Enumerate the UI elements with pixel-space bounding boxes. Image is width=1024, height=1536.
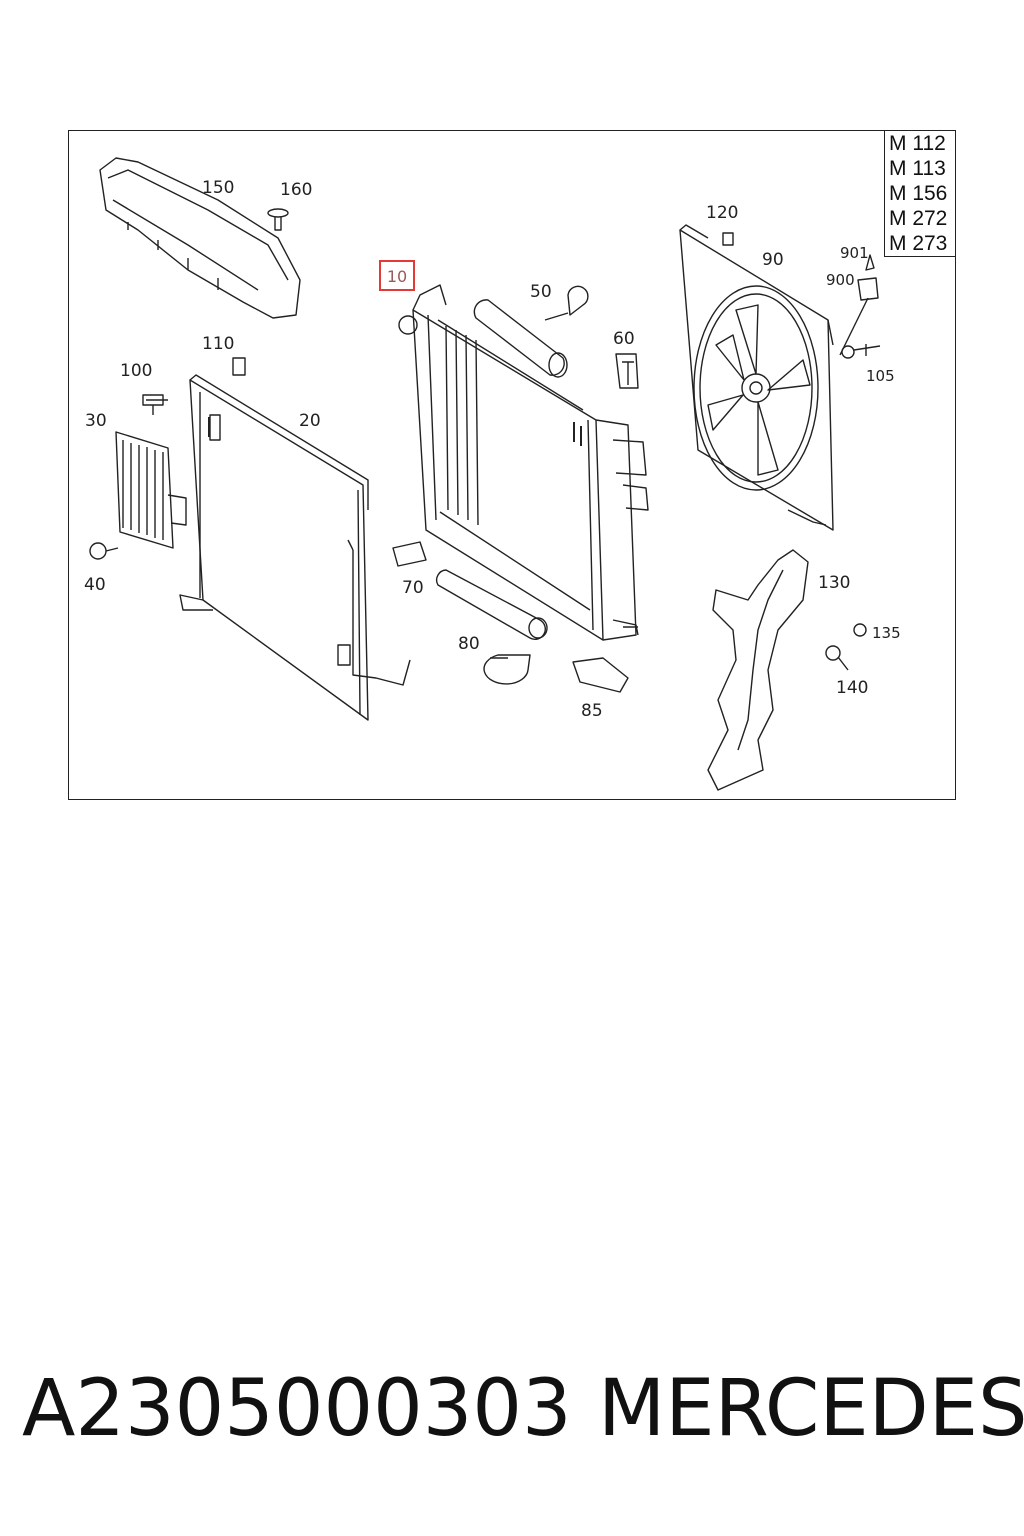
callout-100: 100 bbox=[120, 361, 153, 381]
brand-name: MERCEDES bbox=[598, 1364, 1024, 1454]
hose-50 bbox=[473, 299, 568, 378]
clip-120 bbox=[722, 232, 734, 246]
engine-code: M 273 bbox=[889, 232, 948, 255]
screw-100 bbox=[142, 394, 168, 415]
callout-900: 900 bbox=[826, 271, 855, 289]
callout-30: 30 bbox=[85, 411, 107, 431]
callout-85: 85 bbox=[581, 701, 603, 721]
highlighted-part-label: 10 bbox=[386, 267, 408, 286]
callout-901: 901 bbox=[840, 244, 869, 262]
oil-cooler-30 bbox=[115, 431, 187, 549]
rubber-mount-60 bbox=[615, 353, 639, 389]
exploded-parts-drawing bbox=[89, 157, 881, 791]
callout-110: 110 bbox=[202, 334, 235, 354]
engine-codes-box: M 112 M 113 M 156 M 272 M 273 bbox=[884, 131, 955, 257]
callout-90: 90 bbox=[762, 250, 784, 270]
hose-80 bbox=[435, 569, 548, 685]
bracket-70 bbox=[392, 541, 427, 567]
bolt-40 bbox=[89, 542, 119, 560]
air-duct-upper bbox=[99, 157, 301, 319]
callout-105: 105 bbox=[866, 367, 895, 385]
callout-150: 150 bbox=[202, 178, 235, 198]
callout-160: 160 bbox=[280, 180, 313, 200]
callout-140: 140 bbox=[836, 678, 869, 698]
connector-900 bbox=[839, 254, 879, 356]
callout-40: 40 bbox=[84, 575, 106, 595]
callout-130: 130 bbox=[818, 573, 851, 593]
engine-code: M 113 bbox=[889, 157, 946, 180]
clip-nut-110 bbox=[232, 357, 246, 376]
callout-50: 50 bbox=[530, 282, 552, 302]
fan-shroud-90 bbox=[679, 224, 834, 531]
part-number: A2305000303 bbox=[22, 1364, 572, 1454]
air-guide-130 bbox=[707, 549, 809, 791]
push-rivet-160 bbox=[267, 208, 289, 231]
engine-code: M 156 bbox=[889, 182, 948, 205]
diagram-frame bbox=[68, 130, 956, 800]
callout-60: 60 bbox=[613, 329, 635, 349]
condenser-20 bbox=[179, 374, 411, 721]
bolt-105 bbox=[841, 344, 881, 359]
radiator-10 bbox=[398, 284, 649, 641]
bolt-140 bbox=[825, 645, 849, 671]
callout-70: 70 bbox=[402, 578, 424, 598]
highlighted-part-box[interactable]: 10 bbox=[379, 260, 415, 291]
callout-20: 20 bbox=[299, 411, 321, 431]
callout-120: 120 bbox=[706, 203, 739, 223]
bracket-85 bbox=[572, 657, 629, 693]
callout-135: 135 bbox=[872, 624, 901, 642]
clamp-50 bbox=[567, 285, 589, 316]
plug-135 bbox=[853, 623, 867, 637]
engine-code: M 112 bbox=[889, 132, 946, 155]
engine-code: M 272 bbox=[889, 207, 948, 230]
callout-80: 80 bbox=[458, 634, 480, 654]
